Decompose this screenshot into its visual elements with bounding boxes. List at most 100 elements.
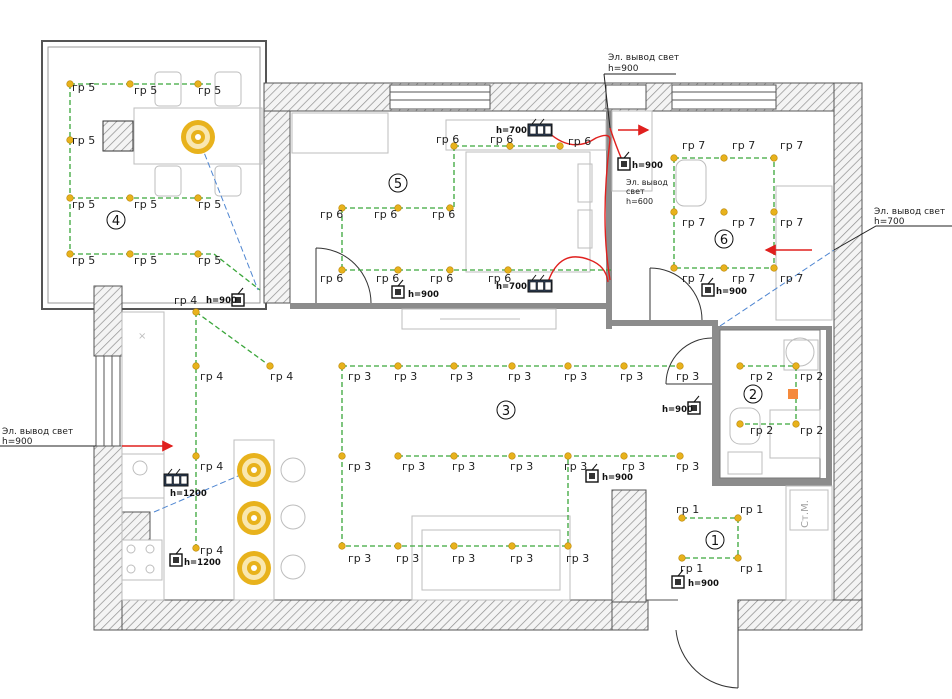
room-number-4: 4 bbox=[106, 210, 126, 230]
spot-light bbox=[670, 154, 678, 162]
room-number-1: 1 bbox=[705, 530, 725, 550]
spot-light bbox=[736, 362, 744, 370]
spot-light bbox=[734, 554, 742, 562]
note-right: Эл. вывод свет h=700 bbox=[874, 207, 945, 227]
group-label-g1: гр 1 bbox=[740, 562, 763, 575]
svg-text:3: 3 bbox=[502, 404, 510, 419]
spot-light bbox=[676, 362, 684, 370]
spot-light bbox=[126, 194, 134, 202]
group-label-g5: гр 5 bbox=[72, 81, 95, 94]
spot-light bbox=[506, 142, 514, 150]
wall-right bbox=[833, 82, 863, 630]
wall-bottom-right bbox=[737, 599, 863, 631]
switch-height-label: h=1200 bbox=[184, 558, 221, 568]
wall-bathroom bbox=[712, 326, 720, 486]
spot-light bbox=[192, 544, 200, 552]
group-label-g3: гр 3 bbox=[510, 460, 533, 473]
switch-height-label: h=900 bbox=[688, 579, 719, 589]
group-label-g3: гр 3 bbox=[348, 370, 371, 383]
group-label-g3: гр 3 bbox=[394, 370, 417, 383]
svg-text:h=700: h=700 bbox=[874, 217, 905, 227]
switch-h1200: h=1200 bbox=[169, 547, 221, 568]
group-label-g2: гр 2 bbox=[750, 424, 773, 437]
spot-light bbox=[770, 208, 778, 216]
group-label-g1: гр 1 bbox=[676, 503, 699, 516]
wall-left-lower bbox=[93, 445, 123, 631]
switch-h900: h=900 bbox=[671, 569, 719, 589]
spot-light bbox=[394, 452, 402, 460]
group-label-g5: гр 5 bbox=[134, 254, 157, 267]
group-label-g6: гр 6 bbox=[488, 272, 511, 285]
red-wiring bbox=[547, 127, 623, 283]
group-label-g2: гр 2 bbox=[750, 370, 773, 383]
pendant-lamp-dining bbox=[181, 120, 215, 154]
light-fixtures bbox=[102, 120, 798, 585]
spot-light bbox=[720, 264, 728, 272]
group-label-g7: гр 7 bbox=[682, 216, 705, 229]
group-label-g3: гр 3 bbox=[676, 370, 699, 383]
spot-light bbox=[338, 542, 346, 550]
spot-light bbox=[66, 80, 74, 88]
group-label-g7: гр 7 bbox=[732, 272, 755, 285]
spot-light bbox=[194, 250, 202, 258]
spot-light bbox=[338, 204, 346, 212]
spot-light bbox=[194, 194, 202, 202]
group-label-g2: гр 2 bbox=[800, 370, 823, 383]
spot-light bbox=[678, 514, 686, 522]
spot-light bbox=[678, 554, 686, 562]
group-label-g3: гр 3 bbox=[510, 552, 533, 565]
spot-light bbox=[126, 80, 134, 88]
window-room6 bbox=[671, 84, 777, 110]
spot-light bbox=[564, 542, 572, 550]
kitchen-counter bbox=[121, 311, 165, 601]
washing-machine bbox=[789, 489, 829, 531]
group-label-g3: гр 3 bbox=[676, 460, 699, 473]
spot-light bbox=[770, 154, 778, 162]
spot-light bbox=[446, 266, 454, 274]
svg-text:5: 5 bbox=[394, 177, 402, 192]
group-label-g6: гр 6 bbox=[430, 272, 453, 285]
group-label-g3: гр 3 bbox=[564, 460, 587, 473]
spot-light bbox=[564, 362, 572, 370]
svg-text:Эл. вывод: Эл. вывод bbox=[626, 178, 668, 187]
group-label-g3: гр 3 bbox=[450, 370, 473, 383]
group-label-g3: гр 3 bbox=[348, 552, 371, 565]
switch-height-label: h=900 bbox=[632, 161, 663, 171]
group-label-g5: гр 5 bbox=[72, 134, 95, 147]
group-label-g3: гр 3 bbox=[622, 460, 645, 473]
wall-room6-left bbox=[606, 111, 612, 329]
group-label-g5: гр 5 bbox=[134, 84, 157, 97]
spot-light bbox=[508, 452, 516, 460]
room-number-6: 6 bbox=[714, 229, 734, 249]
spot-light bbox=[770, 264, 778, 272]
appliance-label: Ст.М. bbox=[800, 500, 811, 528]
switch-h700: h=700 bbox=[496, 274, 553, 293]
room-number-2: 2 bbox=[743, 384, 763, 404]
svg-text:1: 1 bbox=[711, 534, 719, 549]
spot-light bbox=[504, 266, 512, 274]
spot-light bbox=[620, 362, 628, 370]
group-label-g6: гр 6 bbox=[432, 208, 455, 221]
group-label-g7: гр 7 bbox=[682, 139, 705, 152]
balcony-inner-frame bbox=[47, 46, 261, 304]
group-label-g6: гр 6 bbox=[436, 133, 459, 146]
switches: h=900h=900h=700h=700h=900h=900h=900h=900… bbox=[163, 118, 747, 589]
spot-light bbox=[564, 452, 572, 460]
spot-light bbox=[338, 266, 346, 274]
group-label-g5: гр 5 bbox=[72, 198, 95, 211]
switch-h900: h=900 bbox=[585, 463, 633, 483]
svg-text:Эл. вывод свет: Эл. вывод свет bbox=[608, 53, 679, 63]
room-number-5: 5 bbox=[388, 173, 408, 193]
walls bbox=[41, 40, 863, 631]
spot-light bbox=[556, 142, 564, 150]
svg-text:h=600: h=600 bbox=[626, 197, 653, 206]
spot-lights bbox=[66, 80, 800, 562]
group-label-g5: гр 5 bbox=[198, 198, 221, 211]
svg-text:Эл. вывод свет: Эл. вывод свет bbox=[2, 427, 73, 437]
kitchen-window bbox=[95, 355, 121, 447]
spot-light bbox=[394, 266, 402, 274]
spot-light bbox=[676, 452, 684, 460]
spot-light bbox=[508, 362, 516, 370]
group-label-g6: гр 6 bbox=[320, 272, 343, 285]
group-label-g4: гр 4 bbox=[200, 460, 223, 473]
